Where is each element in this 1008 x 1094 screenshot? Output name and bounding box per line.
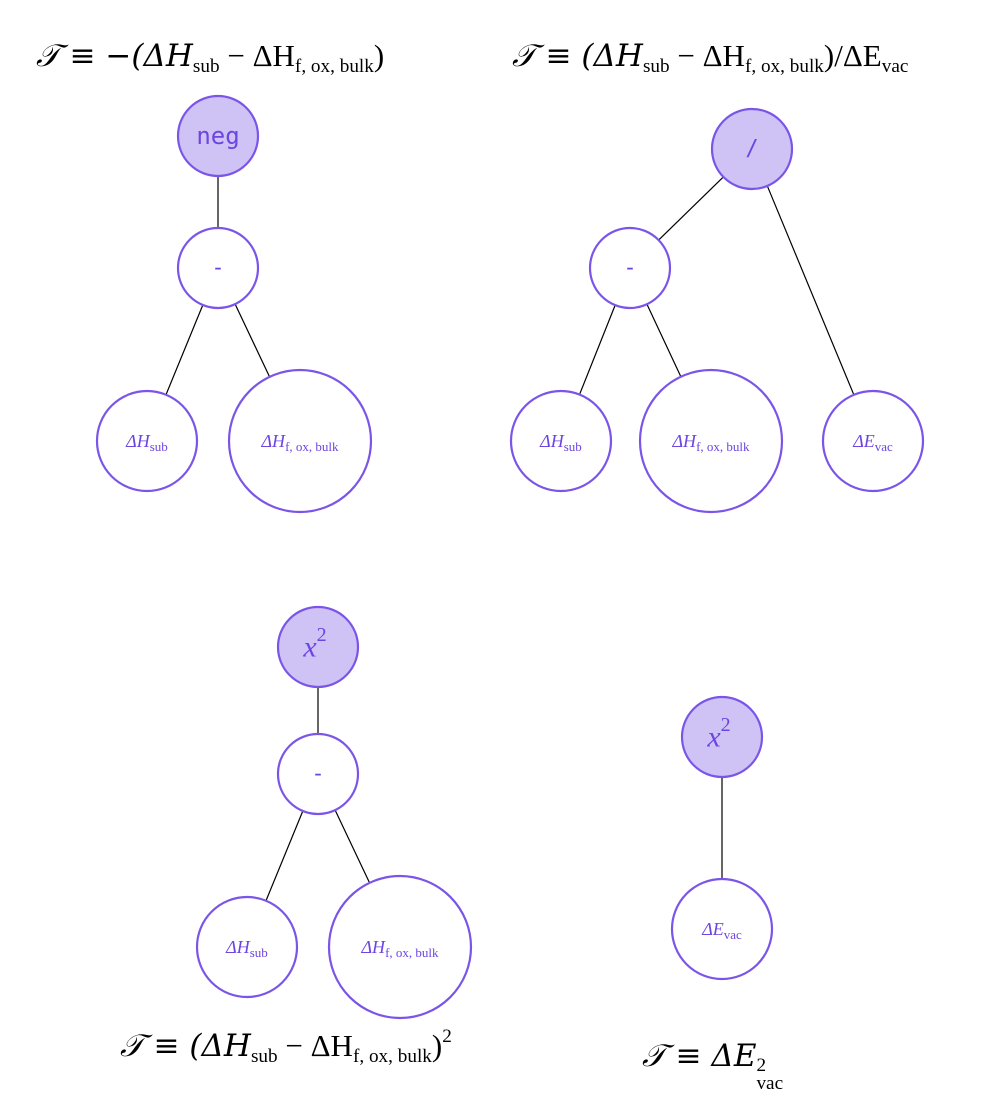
node-symbol: ΔE: [852, 431, 875, 451]
node-label: ΔHf, ox, bulk: [360, 937, 439, 960]
formula-tree-1: 𝒯 ≡ −(ΔHsub − ΔHf, ox, bulk): [36, 38, 385, 78]
node-evac: ΔEvac: [821, 389, 925, 493]
node-label: ΔHsub: [225, 937, 268, 960]
edge-div-evac: [766, 185, 855, 396]
node-circle: [588, 226, 672, 310]
formula-tree-2: 𝒯 ≡ (ΔHsub − ΔHf, ox, bulk)/ΔEvac: [512, 38, 909, 78]
node-symbol: ΔH: [671, 431, 697, 451]
node-superscript: 2: [317, 624, 327, 646]
node-label: ΔEvac: [852, 431, 893, 454]
node-subscript: vac: [724, 927, 742, 942]
node-circle: [821, 389, 925, 493]
node-symbol: ΔH: [260, 431, 286, 451]
edge-minus-hsub: [165, 304, 204, 395]
node-hf: ΔHf, ox, bulk: [638, 368, 784, 514]
edge-minus-hsub: [578, 304, 616, 395]
node-evac: ΔEvac: [670, 877, 774, 981]
node-neg: neg: [176, 94, 260, 178]
node-hsub: ΔHsub: [509, 389, 613, 493]
node-circle: [509, 389, 613, 493]
node-hf: ΔHf, ox, bulk: [227, 368, 373, 514]
node-circle: [176, 94, 260, 178]
node-circle: [638, 368, 784, 514]
edge-minus-hsub: [265, 810, 304, 901]
node-subscript: f, ox, bulk: [285, 439, 339, 454]
node-symbol: ΔH: [539, 431, 565, 451]
node-circle: [276, 605, 360, 689]
node-circle: [327, 874, 473, 1020]
node-sq: x2: [276, 605, 360, 689]
edge-div-minus: [658, 176, 724, 241]
node-minus: -: [176, 226, 260, 310]
node-subscript: f, ox, bulk: [696, 439, 750, 454]
node-symbol: ΔE: [701, 919, 724, 939]
node-hsub: ΔHsub: [95, 389, 199, 493]
node-div: /: [710, 107, 794, 191]
edge-minus-hf: [234, 303, 271, 378]
node-subscript: sub: [250, 945, 268, 960]
node-circle: [276, 732, 360, 816]
node-label: -: [311, 762, 324, 787]
node-minus: -: [588, 226, 672, 310]
node-label: ΔHf, ox, bulk: [260, 431, 339, 454]
node-label: ΔHsub: [125, 431, 168, 454]
node-label: -: [211, 256, 224, 281]
node-subscript: vac: [875, 439, 893, 454]
node-subscript: f, ox, bulk: [385, 945, 439, 960]
node-subscript: sub: [150, 439, 168, 454]
node-subscript: sub: [564, 439, 582, 454]
edge-minus-hf: [646, 303, 682, 377]
node-circle: [710, 107, 794, 191]
node-label: ΔHf, ox, bulk: [671, 431, 750, 454]
node-symbol: ΔH: [225, 937, 251, 957]
node-label: -: [623, 256, 636, 281]
node-circle: [195, 895, 299, 999]
node-label: /: [745, 137, 758, 162]
node-label: neg: [196, 122, 239, 150]
node-circle: [680, 695, 764, 779]
node-circle: [227, 368, 373, 514]
node-hf: ΔHf, ox, bulk: [327, 874, 473, 1020]
node-symbol: ΔH: [125, 431, 151, 451]
node-minus: -: [276, 732, 360, 816]
formula-tree-3: 𝒯 ≡ (ΔHsub − ΔHf, ox, bulk)2: [120, 1026, 452, 1068]
node-symbol: ΔH: [360, 937, 386, 957]
node-label: ΔEvac: [701, 919, 742, 942]
node-superscript: 2: [721, 714, 731, 736]
node-circle: [670, 877, 774, 981]
node-hsub: ΔHsub: [195, 895, 299, 999]
node-circle: [176, 226, 260, 310]
edge-minus-hf: [334, 809, 371, 884]
node-label: ΔHsub: [539, 431, 582, 454]
node-circle: [95, 389, 199, 493]
node-sq: x2: [680, 695, 764, 779]
